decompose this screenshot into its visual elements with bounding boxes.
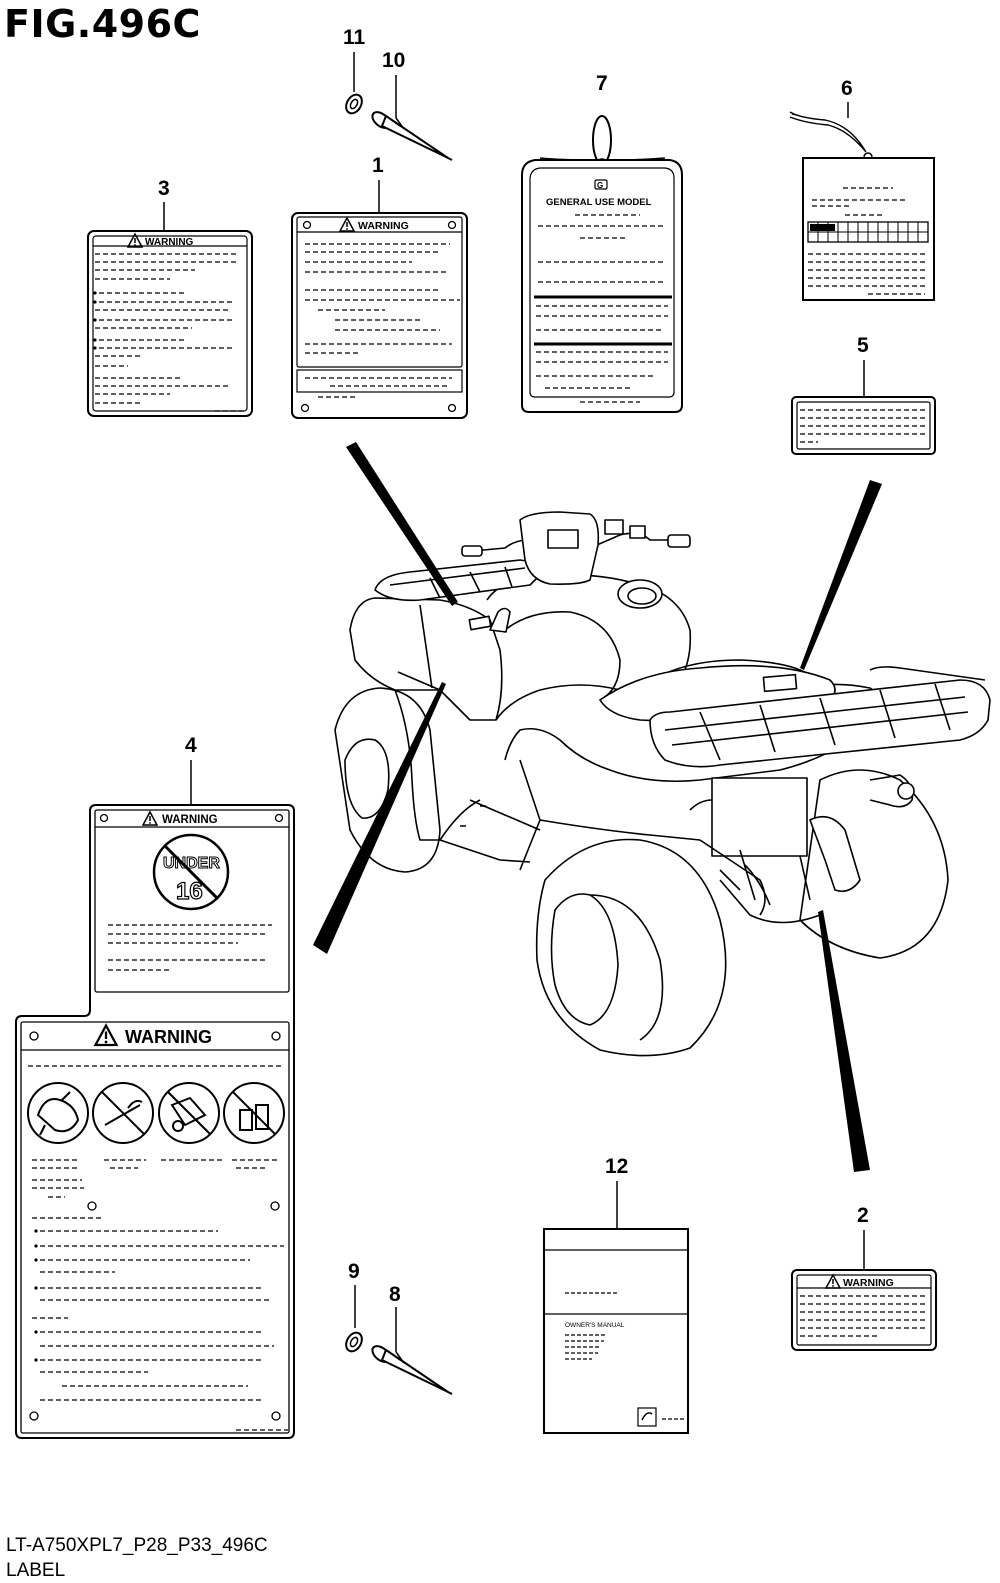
figure-code: LT-A750XPL7_P28_P33_496C [6, 1535, 268, 1556]
age-16-text: 16 [176, 878, 203, 905]
bullet-dot [34, 1244, 38, 1248]
part-9-washer [345, 1285, 363, 1353]
callout-10: 10 [382, 49, 405, 72]
owners-manual: OWNER'S MANUAL [543, 1228, 689, 1434]
bullet-dot [93, 318, 97, 322]
label-7-heading: GENERAL USE MODEL [546, 197, 652, 208]
label-part-4: WARNING UNDER 16 WARNING [15, 804, 295, 1439]
under-text: UNDER [163, 855, 220, 872]
bullet-dot [34, 1286, 38, 1290]
label-1-heading: WARNING [358, 220, 409, 232]
leader-lines [313, 442, 882, 1172]
label-2-heading: WARNING [843, 1277, 894, 1289]
callout-5: 5 [857, 334, 869, 357]
figure-title: FIG.496C [4, 2, 201, 46]
label-part-5 [791, 396, 936, 455]
part-11-washer [345, 52, 363, 115]
bullet-dot [93, 338, 97, 342]
part-8-rivet [371, 1307, 453, 1395]
callout-12: 12 [605, 1155, 628, 1178]
label-part-2: WARNING [791, 1269, 937, 1351]
bullet-dot [93, 346, 97, 350]
label-3-heading: WARNING [145, 237, 194, 248]
atv-illustration [334, 511, 991, 1057]
callout-11: 11 [343, 26, 366, 49]
callout-8: 8 [389, 1283, 401, 1306]
label-part-6 [789, 111, 935, 301]
bullet-dot [34, 1358, 38, 1362]
label-4-heading: WARNING [162, 814, 218, 826]
label-4-heading-lower: WARNING [125, 1027, 212, 1047]
bullet-dot [93, 300, 97, 304]
manual-title: OWNER'S MANUAL [565, 1322, 625, 1329]
label-part-1: WARNING [291, 212, 468, 419]
callout-6: 6 [841, 77, 853, 100]
svg-text:G: G [597, 181, 603, 190]
label-part-7: G GENERAL USE MODEL [521, 115, 683, 413]
part-10-rivet [371, 75, 453, 161]
bullet-dot [34, 1258, 38, 1262]
bullet-dot [34, 1330, 38, 1334]
callout-3: 3 [158, 177, 170, 200]
bullet-dot [93, 291, 97, 295]
callout-9: 9 [348, 1260, 360, 1283]
callout-2: 2 [857, 1204, 869, 1227]
bullet-dot [34, 1229, 38, 1233]
callout-4: 4 [185, 734, 197, 757]
callout-7: 7 [596, 72, 608, 95]
figure-caption: LABEL [6, 1560, 66, 1581]
callout-1: 1 [372, 154, 384, 177]
prohibition-icons [27, 1082, 285, 1144]
label-part-3: WARNING [87, 230, 253, 417]
